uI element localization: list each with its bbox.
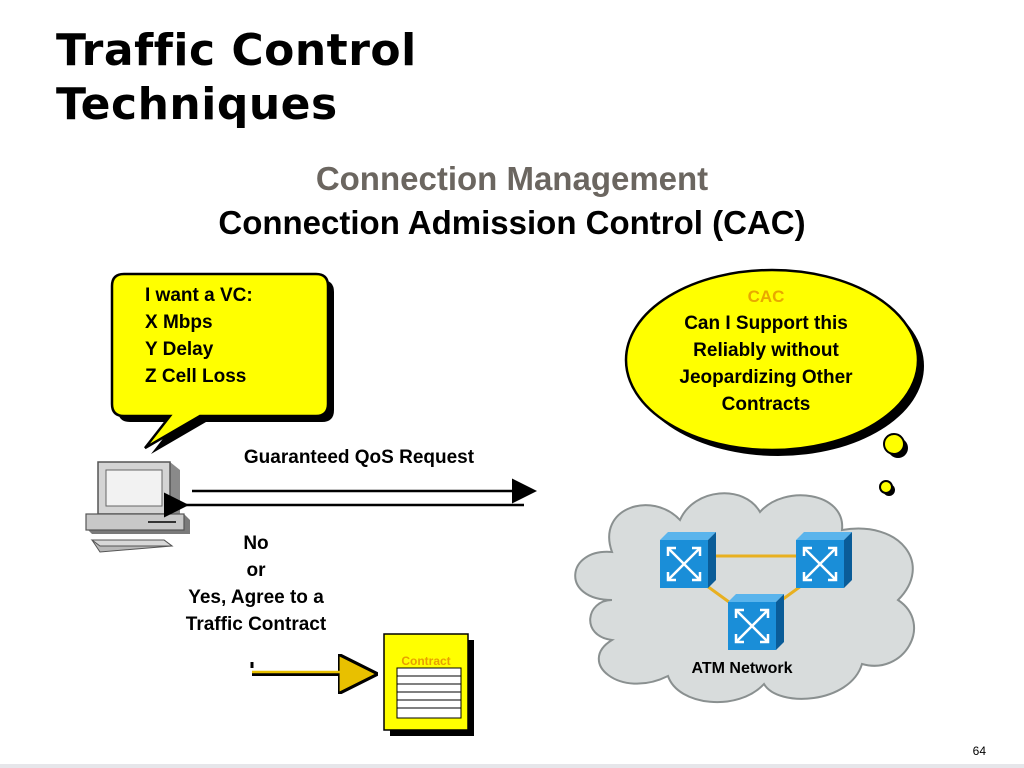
contract-document-icon bbox=[383, 633, 474, 736]
footer-divider bbox=[0, 764, 1024, 768]
cac-thought-bubble bbox=[624, 268, 924, 496]
cac-line: Contracts bbox=[721, 394, 811, 415]
subtitle-cac: Connection Admission Control (CAC) bbox=[218, 204, 806, 241]
cac-heading: CAC bbox=[747, 287, 785, 306]
title-line-2: Techniques bbox=[56, 79, 338, 130]
request-line: Z Cell Loss bbox=[145, 366, 247, 387]
response-line: No bbox=[243, 533, 269, 554]
response-label: No or Yes, Agree to a Traffic Contract bbox=[158, 530, 354, 638]
contract-label: Contract bbox=[401, 654, 451, 668]
slide-title: Traffic Control Techniques bbox=[56, 24, 576, 132]
request-line: I want a VC: bbox=[145, 285, 253, 306]
request-line: Y Delay bbox=[145, 339, 214, 360]
atm-switch-icon bbox=[796, 532, 852, 588]
request-bubble-text: I want a VC: X Mbps Y Delay Z Cell Loss bbox=[145, 282, 315, 390]
request-line: X Mbps bbox=[145, 312, 213, 333]
subtitle-connection-management: Connection Management bbox=[315, 160, 709, 197]
computer-icon bbox=[85, 461, 190, 553]
page-number: 64 bbox=[972, 744, 986, 758]
cac-bubble-text: CAC Can I Support this Reliably without … bbox=[632, 284, 900, 418]
atm-switch-icon bbox=[728, 594, 784, 650]
atm-network-label: ATM Network bbox=[691, 660, 793, 677]
request-speech-bubble bbox=[110, 272, 334, 454]
response-line: Traffic Contract bbox=[185, 614, 327, 635]
cac-line: Can I Support this bbox=[684, 313, 848, 334]
atm-switch-icon bbox=[660, 532, 716, 588]
cac-line: Reliably without bbox=[693, 340, 839, 361]
response-line: or bbox=[246, 560, 266, 581]
title-line-1: Traffic Control bbox=[56, 25, 417, 76]
qos-request-label: Guaranteed QoS Request bbox=[243, 447, 475, 468]
response-line: Yes, Agree to a bbox=[188, 587, 324, 608]
contract-arrow bbox=[250, 662, 370, 674]
cac-line: Jeopardizing Other bbox=[679, 367, 853, 388]
